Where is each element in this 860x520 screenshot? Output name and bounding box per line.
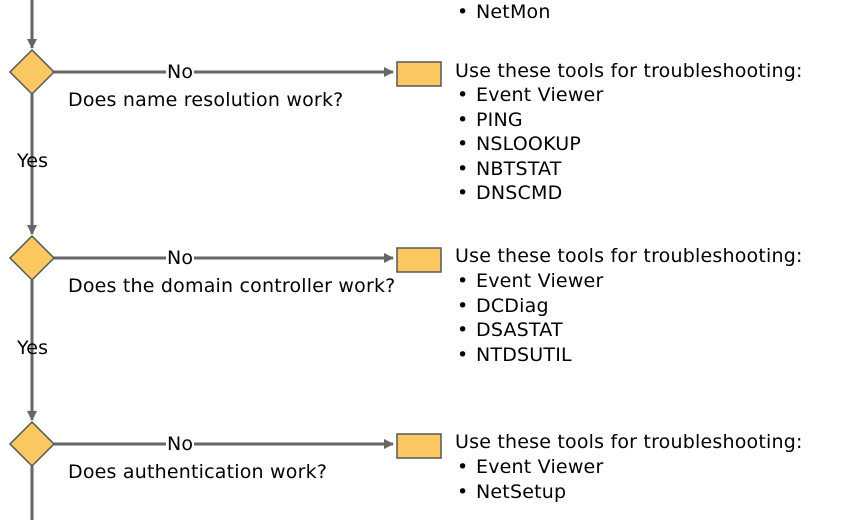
bullet-icon: •	[457, 456, 469, 478]
decision-diamond	[8, 420, 56, 468]
list-item: •NetMon	[457, 1, 551, 23]
tools-heading: Use these tools for troubleshooting:	[455, 60, 803, 82]
no-branch-label: No	[166, 246, 195, 270]
tools-heading: Use these tools for troubleshooting:	[455, 431, 803, 453]
list-item: •NTDSUTIL	[457, 343, 572, 366]
list-item: •NetSetup	[457, 480, 567, 503]
no-branch-label: No	[166, 60, 195, 84]
tools-list: •Event Viewer•DCDiag•DSASTAT•NTDSUTIL	[455, 269, 603, 367]
tools-list: •Event Viewer•PING•NSLOOKUP•NBTSTAT•DNSC…	[455, 83, 603, 206]
bullet-icon: •	[457, 319, 469, 341]
decision-diamond	[8, 48, 56, 96]
process-box	[396, 433, 442, 459]
bullet-icon: •	[457, 182, 469, 204]
list-item: •PING	[457, 108, 523, 131]
process-box	[396, 61, 442, 87]
no-branch-label: No	[166, 432, 195, 456]
bullet-icon: •	[457, 343, 469, 366]
list-item: •NSLOOKUP	[457, 133, 582, 155]
decision-question: Does name resolution work?	[68, 89, 344, 111]
decision-question: Does authentication work?	[68, 461, 328, 483]
tools-list: •Event Viewer•NetSetup	[455, 455, 603, 504]
bullet-icon: •	[457, 108, 469, 131]
decision-diamond	[8, 234, 56, 282]
yes-branch-label: Yes	[17, 337, 49, 359]
list-item: •Event Viewer	[457, 456, 604, 478]
list-item: •DSASTAT	[457, 319, 563, 341]
bullet-icon: •	[457, 294, 469, 317]
list-item: •DNSCMD	[457, 182, 563, 204]
bullet-icon: •	[457, 1, 469, 23]
list-item: •Event Viewer	[457, 270, 604, 292]
tools-heading: Use these tools for troubleshooting:	[455, 245, 803, 267]
top-fragment-list: •NetMon	[455, 0, 551, 25]
bullet-icon: •	[457, 480, 469, 503]
process-box	[396, 247, 442, 273]
yes-branch-label: Yes	[17, 150, 49, 172]
list-item: •Event Viewer	[457, 84, 604, 106]
bullet-icon: •	[457, 133, 469, 155]
list-item: •DCDiag	[457, 294, 549, 317]
bullet-icon: •	[457, 157, 469, 180]
list-item: •NBTSTAT	[457, 157, 562, 180]
bullet-icon: •	[457, 270, 469, 292]
decision-question: Does the domain controller work?	[68, 275, 396, 297]
bullet-icon: •	[457, 84, 469, 106]
